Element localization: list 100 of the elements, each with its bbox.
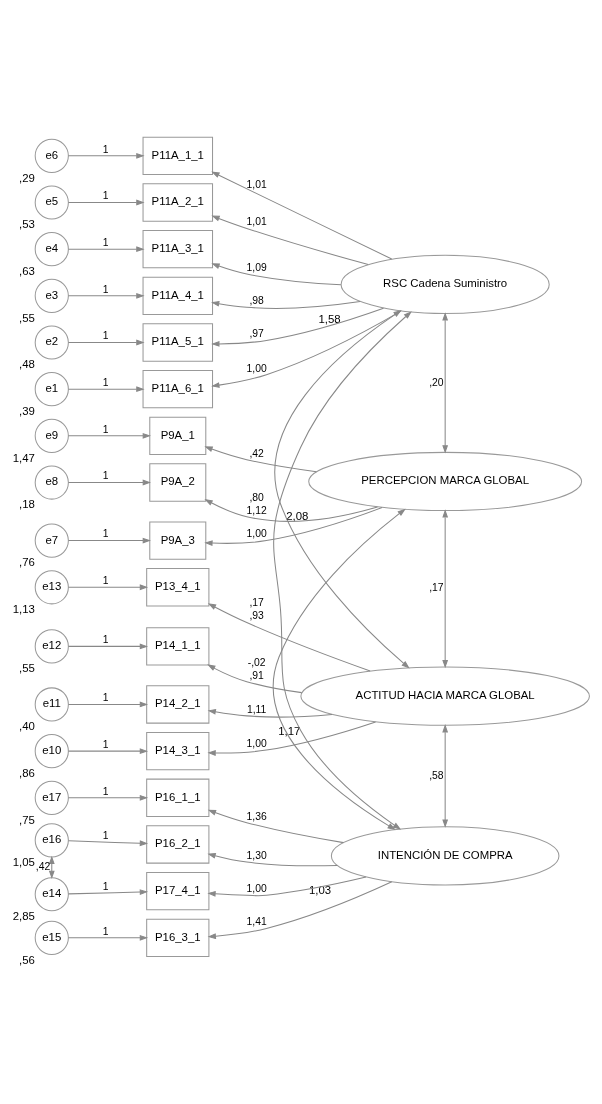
arrow	[207, 664, 303, 694]
node-box: P11A_6_1	[142, 370, 214, 409]
node-label: ,56	[18, 953, 35, 966]
arrow	[211, 307, 384, 347]
node-label: 1,47	[12, 451, 35, 464]
node-box: P16_2_1	[146, 825, 210, 864]
node-circle: e5	[34, 185, 69, 220]
node-label: ,76	[18, 556, 35, 569]
arrow	[68, 386, 145, 393]
node-box: P14_1_1	[146, 627, 210, 666]
node-box: P13_4_1	[146, 568, 210, 607]
node-label: 2,08	[286, 509, 309, 522]
node-circle: e11	[34, 687, 69, 722]
node-label: 1,05	[12, 856, 35, 869]
edge-label: ,58	[429, 769, 444, 781]
edge-label: 1	[102, 528, 109, 540]
node-circle: e8	[34, 465, 69, 500]
arrow	[207, 881, 393, 940]
node-circle: e16	[34, 823, 69, 858]
edge-label: 1,00	[246, 528, 267, 540]
node-label: ,48	[18, 358, 35, 371]
edge-label: 1	[102, 283, 109, 295]
arrow	[442, 312, 449, 454]
arrow	[207, 809, 344, 844]
node-circle: e6	[34, 138, 69, 173]
node-circle: e14	[34, 877, 69, 912]
arrow	[207, 853, 338, 867]
edge-label: 1	[102, 785, 109, 797]
edge-label: 1,00	[246, 362, 267, 374]
node-box: P11A_1_1	[142, 136, 214, 175]
node-box: P11A_5_1	[142, 323, 214, 362]
arrow	[68, 246, 145, 253]
arrow	[204, 507, 383, 546]
node-box: P14_3_1	[146, 731, 210, 771]
node-ellipse: ACTITUD HACIA MARCA GLOBAL	[300, 666, 590, 726]
edge-label: 1	[102, 830, 109, 842]
node-box: P11A_4_1	[142, 276, 214, 315]
edge-label: 1,12	[246, 504, 267, 516]
node-box: P16_1_1	[146, 778, 210, 817]
arrow	[68, 794, 149, 801]
arrow	[68, 432, 151, 439]
edge-label: 1	[102, 692, 109, 704]
node-label: ,40	[18, 720, 35, 733]
edge-label: ,93	[249, 610, 264, 622]
node-label: ,39	[18, 404, 35, 417]
arrow	[273, 311, 412, 830]
edge-label: 1	[102, 470, 109, 482]
arrow	[68, 152, 145, 159]
arrow	[68, 339, 145, 346]
node-box: P14_2_1	[146, 685, 210, 724]
arrow	[207, 603, 371, 672]
edge-label: ,80	[249, 491, 264, 503]
arrow	[68, 479, 151, 486]
node-box: P11A_3_1	[142, 229, 214, 269]
edge-label: 1	[102, 634, 109, 646]
edge-label: ,20	[429, 376, 444, 388]
node-circle: e13	[34, 570, 69, 605]
node-ellipse: PERCEPCION MARCA GLOBAL	[308, 451, 583, 512]
node-label: 2,85	[12, 909, 35, 922]
arrow	[207, 721, 377, 756]
arrow	[204, 446, 318, 473]
edge-label: ,17	[249, 597, 264, 609]
node-label: 1,13	[12, 602, 35, 615]
node-circle: e7	[34, 523, 69, 558]
node-circle: e2	[34, 325, 69, 360]
arrow	[204, 499, 378, 522]
edge-label: ,97	[249, 328, 264, 340]
edge-label: 1	[102, 575, 109, 587]
edge-label: 1	[102, 881, 109, 893]
arrow	[211, 263, 342, 286]
node-ellipse: INTENCIÓN DE COMPRA	[330, 826, 560, 886]
edge-label: ,91	[249, 669, 264, 681]
edge-label: 1,36	[246, 810, 267, 822]
edge-label: 1	[102, 190, 109, 202]
node-box: P17_4_1	[146, 871, 210, 911]
node-circle: e1	[34, 372, 69, 407]
edge-label: 1	[102, 739, 109, 751]
edge-label: 1	[102, 330, 109, 342]
node-circle: e15	[34, 920, 69, 955]
node-circle: e10	[34, 734, 69, 769]
arrow	[211, 310, 402, 388]
arrow	[442, 509, 449, 669]
arrow	[68, 840, 149, 847]
node-label: 1,17	[278, 724, 301, 737]
arrow	[68, 701, 149, 708]
arrow	[68, 537, 151, 544]
edge-label: 1	[102, 237, 109, 249]
node-label: 1,03	[309, 884, 332, 897]
edge-label: ,42	[249, 447, 264, 459]
node-box: P11A_2_1	[142, 183, 214, 222]
node-label: ,63	[18, 264, 35, 277]
edge-label: ,42	[35, 860, 51, 872]
edge-label: 1	[102, 423, 109, 435]
node-box: P16_3_1	[146, 918, 210, 957]
edge-label: 1,00	[246, 737, 267, 749]
edge-label: 1,11	[246, 703, 267, 715]
edge-label: 1,41	[246, 916, 267, 928]
edge-label: ,98	[249, 295, 264, 307]
edge-label: ,17	[429, 582, 444, 594]
arrow	[207, 876, 367, 897]
